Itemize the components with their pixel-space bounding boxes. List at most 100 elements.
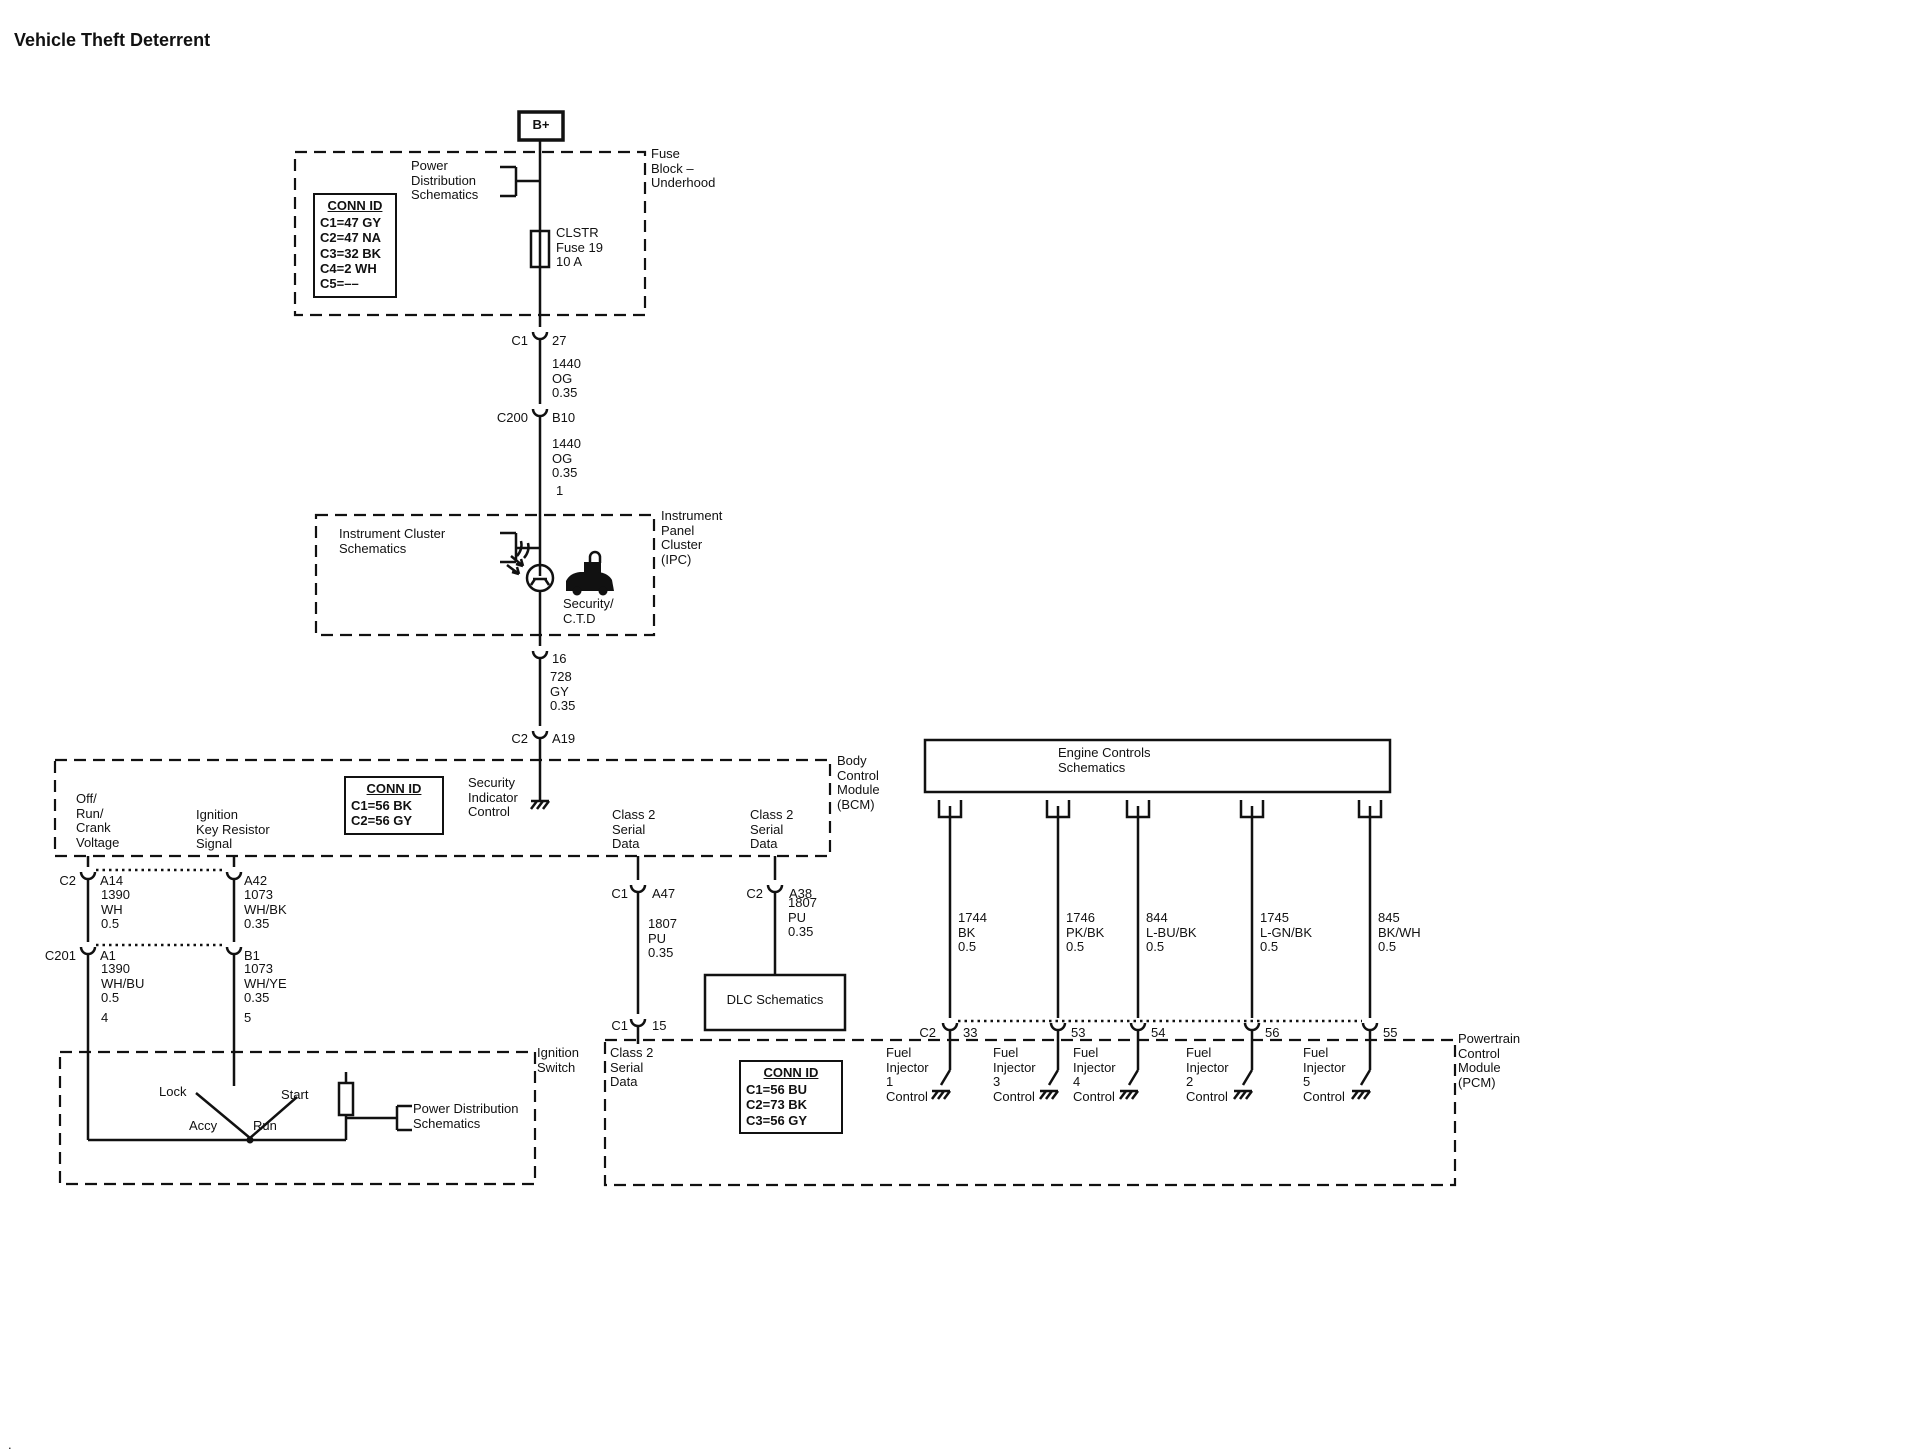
connector-pin-label: 16 (552, 651, 567, 666)
off-run-crank-label: Off/ Run/ Crank Voltage (76, 791, 120, 851)
connector-pin-label: A14 (100, 873, 124, 888)
instrument-cluster-bracket-icon (500, 531, 540, 564)
connector-pin-label: 56 (1265, 1025, 1280, 1040)
car-lock-icon (566, 550, 614, 596)
fuse-block-box (293, 150, 647, 317)
connector-pin-label: 54 (1151, 1025, 1166, 1040)
run-position-label: Run (253, 1118, 277, 1133)
connector-pin-label: B1 (244, 948, 260, 963)
wire-label: 1390 WH/BU 0.5 (101, 961, 145, 1006)
connector-label: C2 (746, 886, 763, 901)
stray-mark: . (8, 1437, 12, 1452)
fuel-injector-control-label: Fuel Injector 5 Control (1303, 1045, 1346, 1105)
connector-label: C1 (611, 886, 628, 901)
off-page-squiggle-icon (516, 540, 530, 559)
connector-pin-label: 27 (552, 333, 567, 348)
conn-id-row: C2=47 NA (320, 230, 382, 246)
connector-label: C1 (611, 1018, 628, 1033)
class2-serial-label: Class 2 Serial Data (612, 807, 656, 852)
connector-pin-label: A42 (244, 873, 268, 888)
engine-controls-box (923, 738, 1392, 794)
connector-label: C1 (511, 333, 528, 348)
wire-label: 1440 OG 0.35 (552, 436, 581, 481)
accy-position-label: Accy (189, 1118, 218, 1133)
wire-label: 1807 PU 0.35 (788, 895, 817, 940)
injector-wires (939, 806, 1372, 1086)
power-dist-ref-label: Power Distribution Schematics (411, 158, 479, 203)
class2-serial-label: Class 2 Serial Data (610, 1045, 654, 1090)
ignition-switch-box (58, 1050, 537, 1186)
wire-label: 1807 PU 0.35 (648, 916, 677, 961)
pin-label: 5 (244, 1010, 252, 1025)
ignition-key-resistor-label: Ignition Key Resistor Signal (196, 807, 270, 852)
fuel-injector-control-label: Fuel Injector 4 Control (1073, 1045, 1116, 1105)
connector-pin-label: 55 (1383, 1025, 1398, 1040)
wire-label: 728 GY 0.35 (550, 669, 576, 714)
conn-id-row: C1=56 BU (746, 1082, 808, 1097)
pcm-label: Powertrain Control Module (PCM) (1458, 1031, 1521, 1091)
wire-label: 845 BK/WH 0.5 (1378, 910, 1421, 955)
wire-label: 1073 WH/YE 0.35 (244, 961, 287, 1006)
fuse-label: CLSTR Fuse 19 10 A (556, 225, 603, 270)
conn-id-row: C2=73 BK (746, 1097, 808, 1113)
resistor-symbol (337, 1081, 355, 1117)
connector-label: C2 (59, 873, 76, 888)
connector-pin-label: 53 (1071, 1025, 1086, 1040)
conn-id-header: CONN ID (366, 781, 422, 796)
pcm-box (603, 1038, 1457, 1187)
pin-label: 4 (101, 1010, 109, 1025)
wire-label: 844 L-BU/BK 0.5 (1146, 910, 1197, 955)
fuse-block-label: Fuse Block – Underhood (651, 146, 716, 191)
ignition-power-dist-bracket-icon (346, 1104, 412, 1132)
conn-id-header: CONN ID (327, 198, 383, 213)
wire-label: 1073 WH/BK 0.35 (244, 887, 287, 932)
bcm-label: Body Control Module (BCM) (837, 753, 880, 813)
b-plus-label: B+ (532, 117, 550, 132)
connector-pin-label: 33 (963, 1025, 978, 1040)
conn-id-row: C5=–– (320, 276, 359, 292)
ipc-box (314, 513, 656, 637)
page-title: Vehicle Theft Deterrent (14, 30, 211, 50)
wire-label: 1744 BK 0.5 (958, 910, 987, 955)
connector-label: C2 (511, 731, 528, 746)
instrument-cluster-ref-label: Instrument Cluster Schematics (339, 526, 446, 556)
wire-label: 1745 L-GN/BK 0.5 (1260, 910, 1313, 955)
connector-tie-lines (96, 868, 1362, 1023)
engine-controls-label: Engine Controls Schematics (1058, 745, 1151, 775)
security-indicator-control-label: Security Indicator Control (468, 775, 518, 820)
wire-label: 1390 WH 0.5 (101, 887, 130, 932)
bcm-box (53, 758, 832, 858)
conn-id-row: C2=56 GY (351, 813, 413, 829)
fuel-injector-control-label: Fuel Injector 2 Control (1186, 1045, 1229, 1105)
connector-label: C201 (44, 948, 76, 963)
connector-pin-label: 15 (652, 1018, 667, 1033)
connector-label: C2 (919, 1025, 936, 1040)
solid-boxes (337, 110, 1392, 1117)
class2-wires (636, 856, 777, 1044)
fuel-injector-control-label: Fuel Injector 1 Control (886, 1045, 929, 1105)
connector-label: C200 (496, 410, 528, 425)
conn-id-row: C3=32 BK (320, 245, 382, 261)
conn-id-table-fuse-block: CONN ID C1=47 GY C2=47 NA C3=32 BK C4=2 … (313, 193, 397, 298)
connector-pin-label: A19 (552, 731, 576, 746)
pin-label: 1 (556, 483, 564, 498)
start-position-label: Start (281, 1087, 309, 1102)
conn-id-row: C3=56 GY (746, 1112, 808, 1128)
conn-id-table-pcm: CONN ID C1=56 BU C2=73 BK C3=56 GY (739, 1060, 843, 1134)
dlc-schematics-label: DLC Schematics (726, 992, 824, 1007)
connector-pin-label: A1 (100, 948, 116, 963)
fuel-injector-control-label: Fuel Injector 3 Control (993, 1045, 1036, 1105)
left-wires (86, 856, 346, 1142)
ignition-switch-label: Ignition Switch (537, 1045, 579, 1075)
connector-pin-label: A38 (789, 886, 813, 901)
power-dist-ref-label: Power Distribution Schematics (413, 1101, 519, 1131)
security-indicator-lamp-icon (506, 555, 555, 593)
lock-position-label: Lock (159, 1084, 187, 1099)
conn-id-row: C1=56 BK (351, 798, 413, 813)
run-contact-dot (246, 1136, 254, 1144)
power-dist-bracket-icon (500, 165, 540, 198)
wire-label: 1440 OG 0.35 (552, 356, 581, 401)
ipc-label: Instrument Panel Cluster (IPC) (661, 508, 723, 568)
